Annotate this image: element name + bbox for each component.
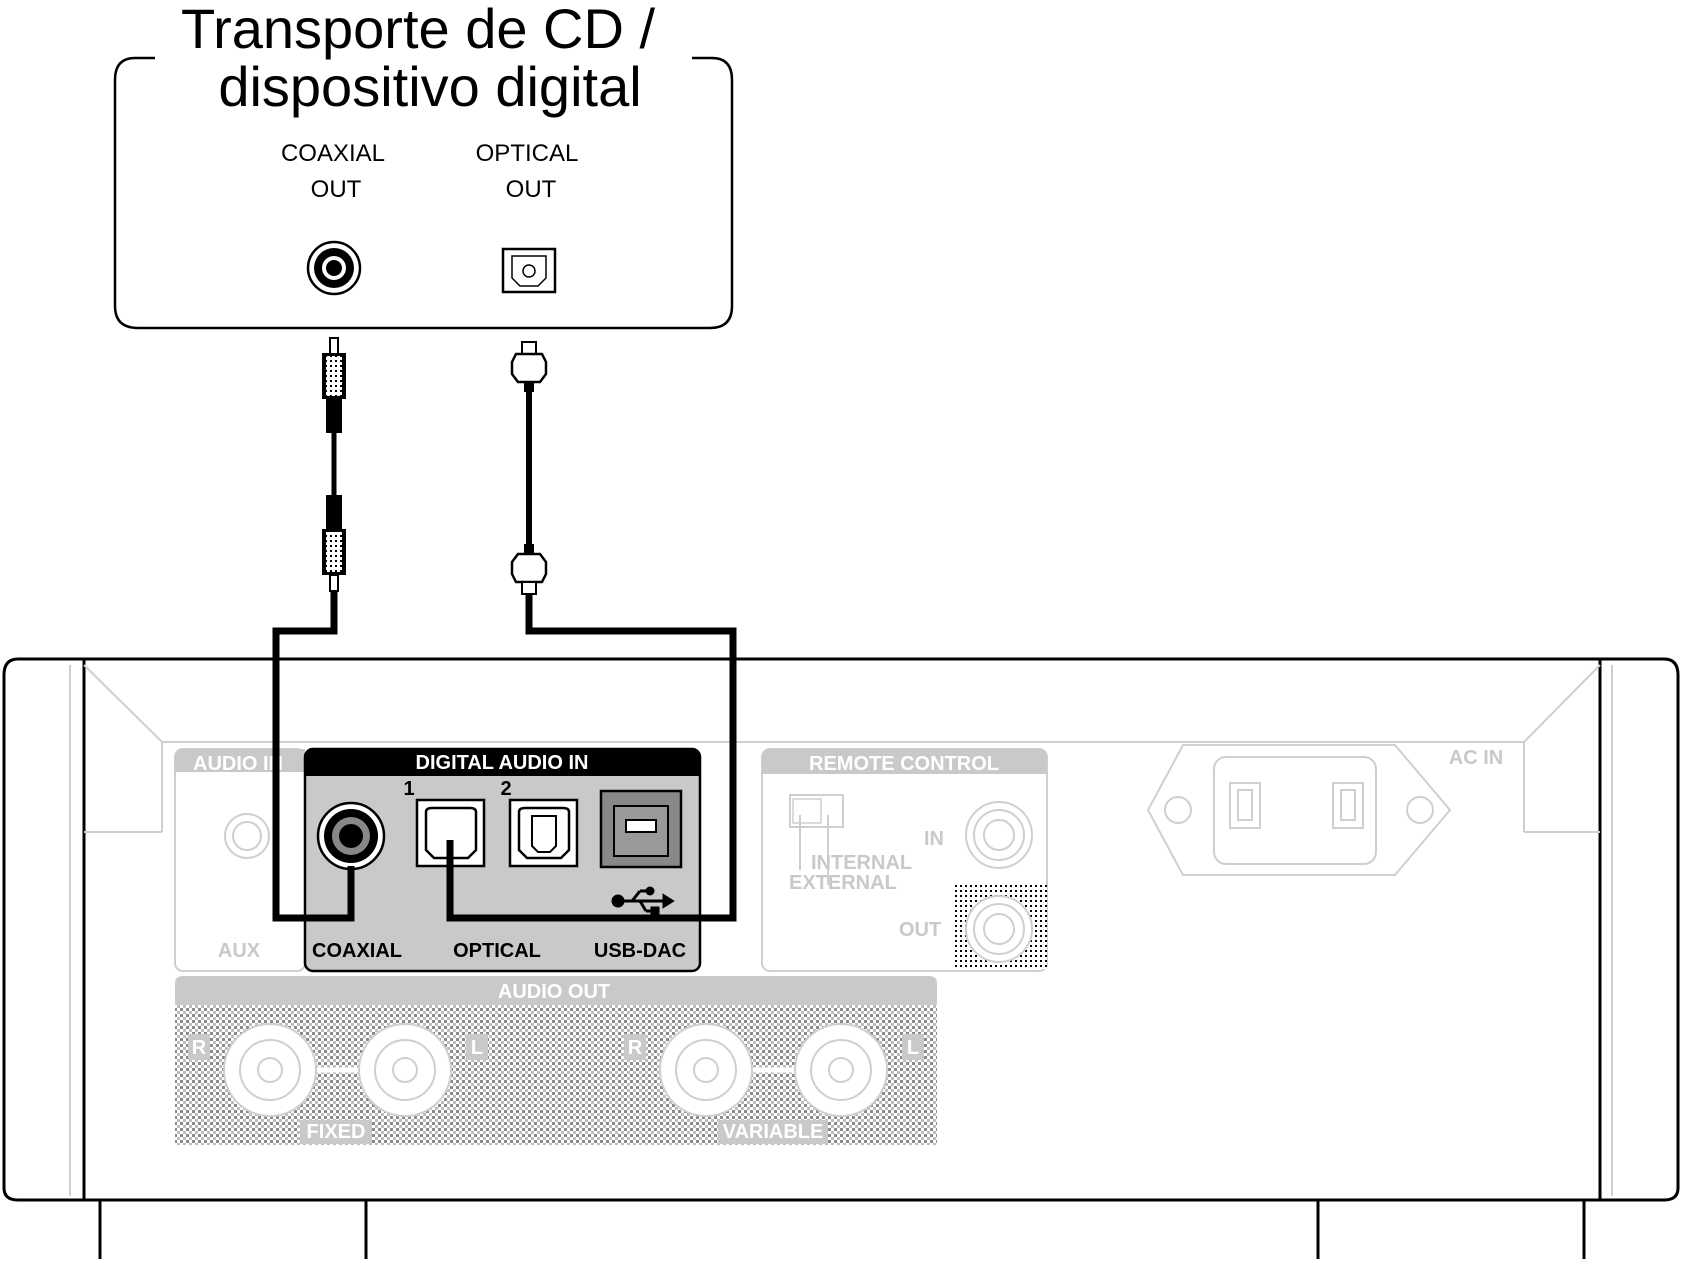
- optical-plug-icon: [510, 544, 548, 595]
- ac-in-label: AC IN: [1449, 747, 1503, 769]
- rca-plug-icon: [322, 337, 346, 433]
- optical-port-icon: [508, 798, 579, 868]
- remote-control-section: REMOTE CONTROL INTERNAL EXTERNAL IN OUT: [761, 748, 1048, 972]
- remote-out-label: OUT: [899, 919, 941, 941]
- optical-out-label-1: OPTICAL: [476, 140, 579, 167]
- coaxial-out-label-2: OUT: [311, 176, 362, 203]
- coaxial-wire-path: [272, 591, 355, 922]
- remote-control-header: REMOTE CONTROL: [809, 753, 999, 775]
- variable-r-label: R: [628, 1037, 643, 1059]
- rca-jack-icon: [965, 801, 1033, 869]
- optical-plug-icon: [510, 341, 548, 392]
- digital-audio-in-header: DIGITAL AUDIO IN: [416, 752, 589, 774]
- source-device: Transporte de CD / dispositivo digital C…: [113, 0, 734, 330]
- rca-jack-icon: [965, 895, 1033, 963]
- rca-jack-icon: [659, 1023, 753, 1117]
- fixed-r-label: R: [192, 1037, 207, 1059]
- audio-out-header: AUDIO OUT: [498, 981, 610, 1003]
- external-label: EXTERNAL: [789, 872, 897, 894]
- rca-jack-icon: [306, 240, 362, 296]
- audio-in-section: AUDIO IN AUX: [174, 748, 306, 972]
- optical-out-label-2: OUT: [506, 176, 557, 203]
- internal-label: INTERNAL: [811, 852, 912, 874]
- usb-b-port-icon: [599, 789, 683, 869]
- rca-jack-icon: [316, 801, 386, 871]
- variable-l-label: L: [907, 1037, 919, 1059]
- digital-audio-in-section: DIGITAL AUDIO IN 1 2: [303, 747, 702, 973]
- remote-in-label: IN: [924, 828, 944, 850]
- coaxial-cable: [322, 337, 346, 592]
- coaxial-label: COAXIAL: [312, 940, 402, 962]
- optical-cable: [510, 341, 548, 595]
- rca-jack-icon: [358, 1023, 452, 1117]
- fixed-label: FIXED: [307, 1121, 366, 1143]
- rca-jack-icon: [223, 1023, 317, 1117]
- variable-label: VARIABLE: [723, 1121, 824, 1143]
- rear-panel: AUDIO IN AUX DIGITAL AUDIO IN 1 2: [2, 657, 1680, 1259]
- chassis-outline: [2, 657, 1680, 1202]
- right-foot: [1316, 1200, 1586, 1259]
- optical-wire-path: [446, 594, 737, 922]
- coaxial-out-label-1: COAXIAL: [281, 140, 385, 167]
- ac-inlet-icon: [1146, 744, 1452, 876]
- optical-label: OPTICAL: [453, 940, 541, 962]
- ac-in-section: AC IN: [1146, 744, 1503, 876]
- optical-number-2: 2: [500, 778, 511, 800]
- optical-number-1: 1: [403, 778, 414, 800]
- fixed-l-label: L: [471, 1037, 483, 1059]
- wire-routing: [272, 591, 737, 922]
- audio-out-section: AUDIO OUT R L R L: [175, 976, 937, 1145]
- aux-label: AUX: [218, 940, 261, 962]
- usb-symbol-icon: [611, 886, 675, 916]
- left-foot: [98, 1200, 368, 1259]
- optical-port-icon: [501, 247, 557, 294]
- source-title-line2: dispositivo digital: [218, 55, 641, 118]
- rca-jack-icon: [794, 1023, 888, 1117]
- source-device-outline: [113, 56, 734, 330]
- usb-dac-label: USB-DAC: [594, 940, 686, 962]
- source-title-line1: Transporte de CD /: [181, 0, 656, 60]
- audio-in-header: AUDIO IN: [193, 753, 283, 775]
- rca-plug-icon: [322, 495, 346, 592]
